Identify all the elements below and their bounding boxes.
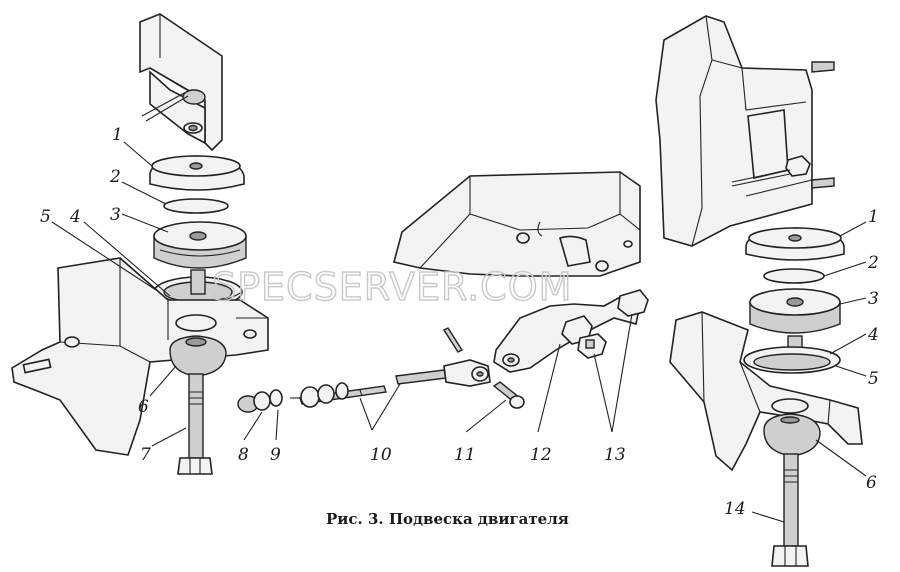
center-label-11: 11 (454, 445, 476, 465)
left-label-9: 9 (270, 445, 281, 465)
figure-caption: Рис. 3. Подвеска двигателя (326, 510, 569, 528)
left-part-6-lower-cushion (169, 314, 227, 377)
right-part-2-washer (763, 268, 825, 284)
left-part-1-cushion-cap (149, 155, 245, 191)
left-upper-bracket (139, 13, 223, 152)
left-part-2-washer (163, 198, 229, 214)
left-mount-assembly: 1 2 3 4 5 6 7 8 9 (11, 13, 300, 475)
right-label-1: 1 (868, 207, 879, 227)
left-label-6: 6 (138, 397, 149, 417)
center-part-11-bolt (492, 381, 525, 409)
right-label-3: 3 (868, 289, 879, 309)
center-part-13-bolts (561, 289, 649, 359)
left-label-1: 1 (112, 125, 123, 145)
left-part-3-rubber-cushion (153, 221, 247, 269)
left-label-4: 4 (69, 207, 81, 227)
left-leader-lines (51, 141, 279, 447)
left-part-7-bolt (177, 373, 213, 475)
center-label-12: 12 (530, 445, 552, 465)
center-label-13: 13 (604, 445, 626, 465)
left-label-7: 7 (140, 445, 151, 465)
left-label-2: 2 (109, 167, 121, 187)
right-label-2: 2 (867, 253, 879, 273)
left-part-8-9-nut-washer (237, 389, 300, 413)
right-part-4-5-cup (743, 335, 841, 374)
center-label-10: 10 (370, 445, 392, 465)
left-frame-bracket (11, 257, 269, 456)
right-part-1-cushion-cap (745, 227, 845, 261)
right-engine-bracket (655, 15, 835, 247)
right-part-14-bolt (771, 453, 809, 567)
left-label-8: 8 (238, 445, 249, 465)
right-label-5: 5 (868, 369, 879, 389)
right-mount-assembly: 1 2 3 4 5 6 14 (655, 15, 879, 567)
center-part-10-tie-rod (299, 327, 491, 408)
left-label-5: 5 (40, 207, 51, 227)
right-label-6: 6 (866, 473, 877, 493)
right-leader-lines (751, 221, 867, 523)
center-crossmember-bracket (393, 171, 641, 277)
right-part-3-rubber-cushion (749, 288, 841, 334)
right-frame-bracket (669, 311, 863, 472)
right-label-14: 14 (724, 499, 746, 519)
left-label-3: 3 (110, 205, 121, 225)
center-leader-lines (359, 313, 633, 433)
right-part-6-lower-cushion (763, 398, 821, 457)
center-assembly: 10 11 12 13 (299, 171, 649, 465)
right-label-4: 4 (867, 325, 879, 345)
watermark-text: SPECSERVER.COM (212, 265, 572, 309)
